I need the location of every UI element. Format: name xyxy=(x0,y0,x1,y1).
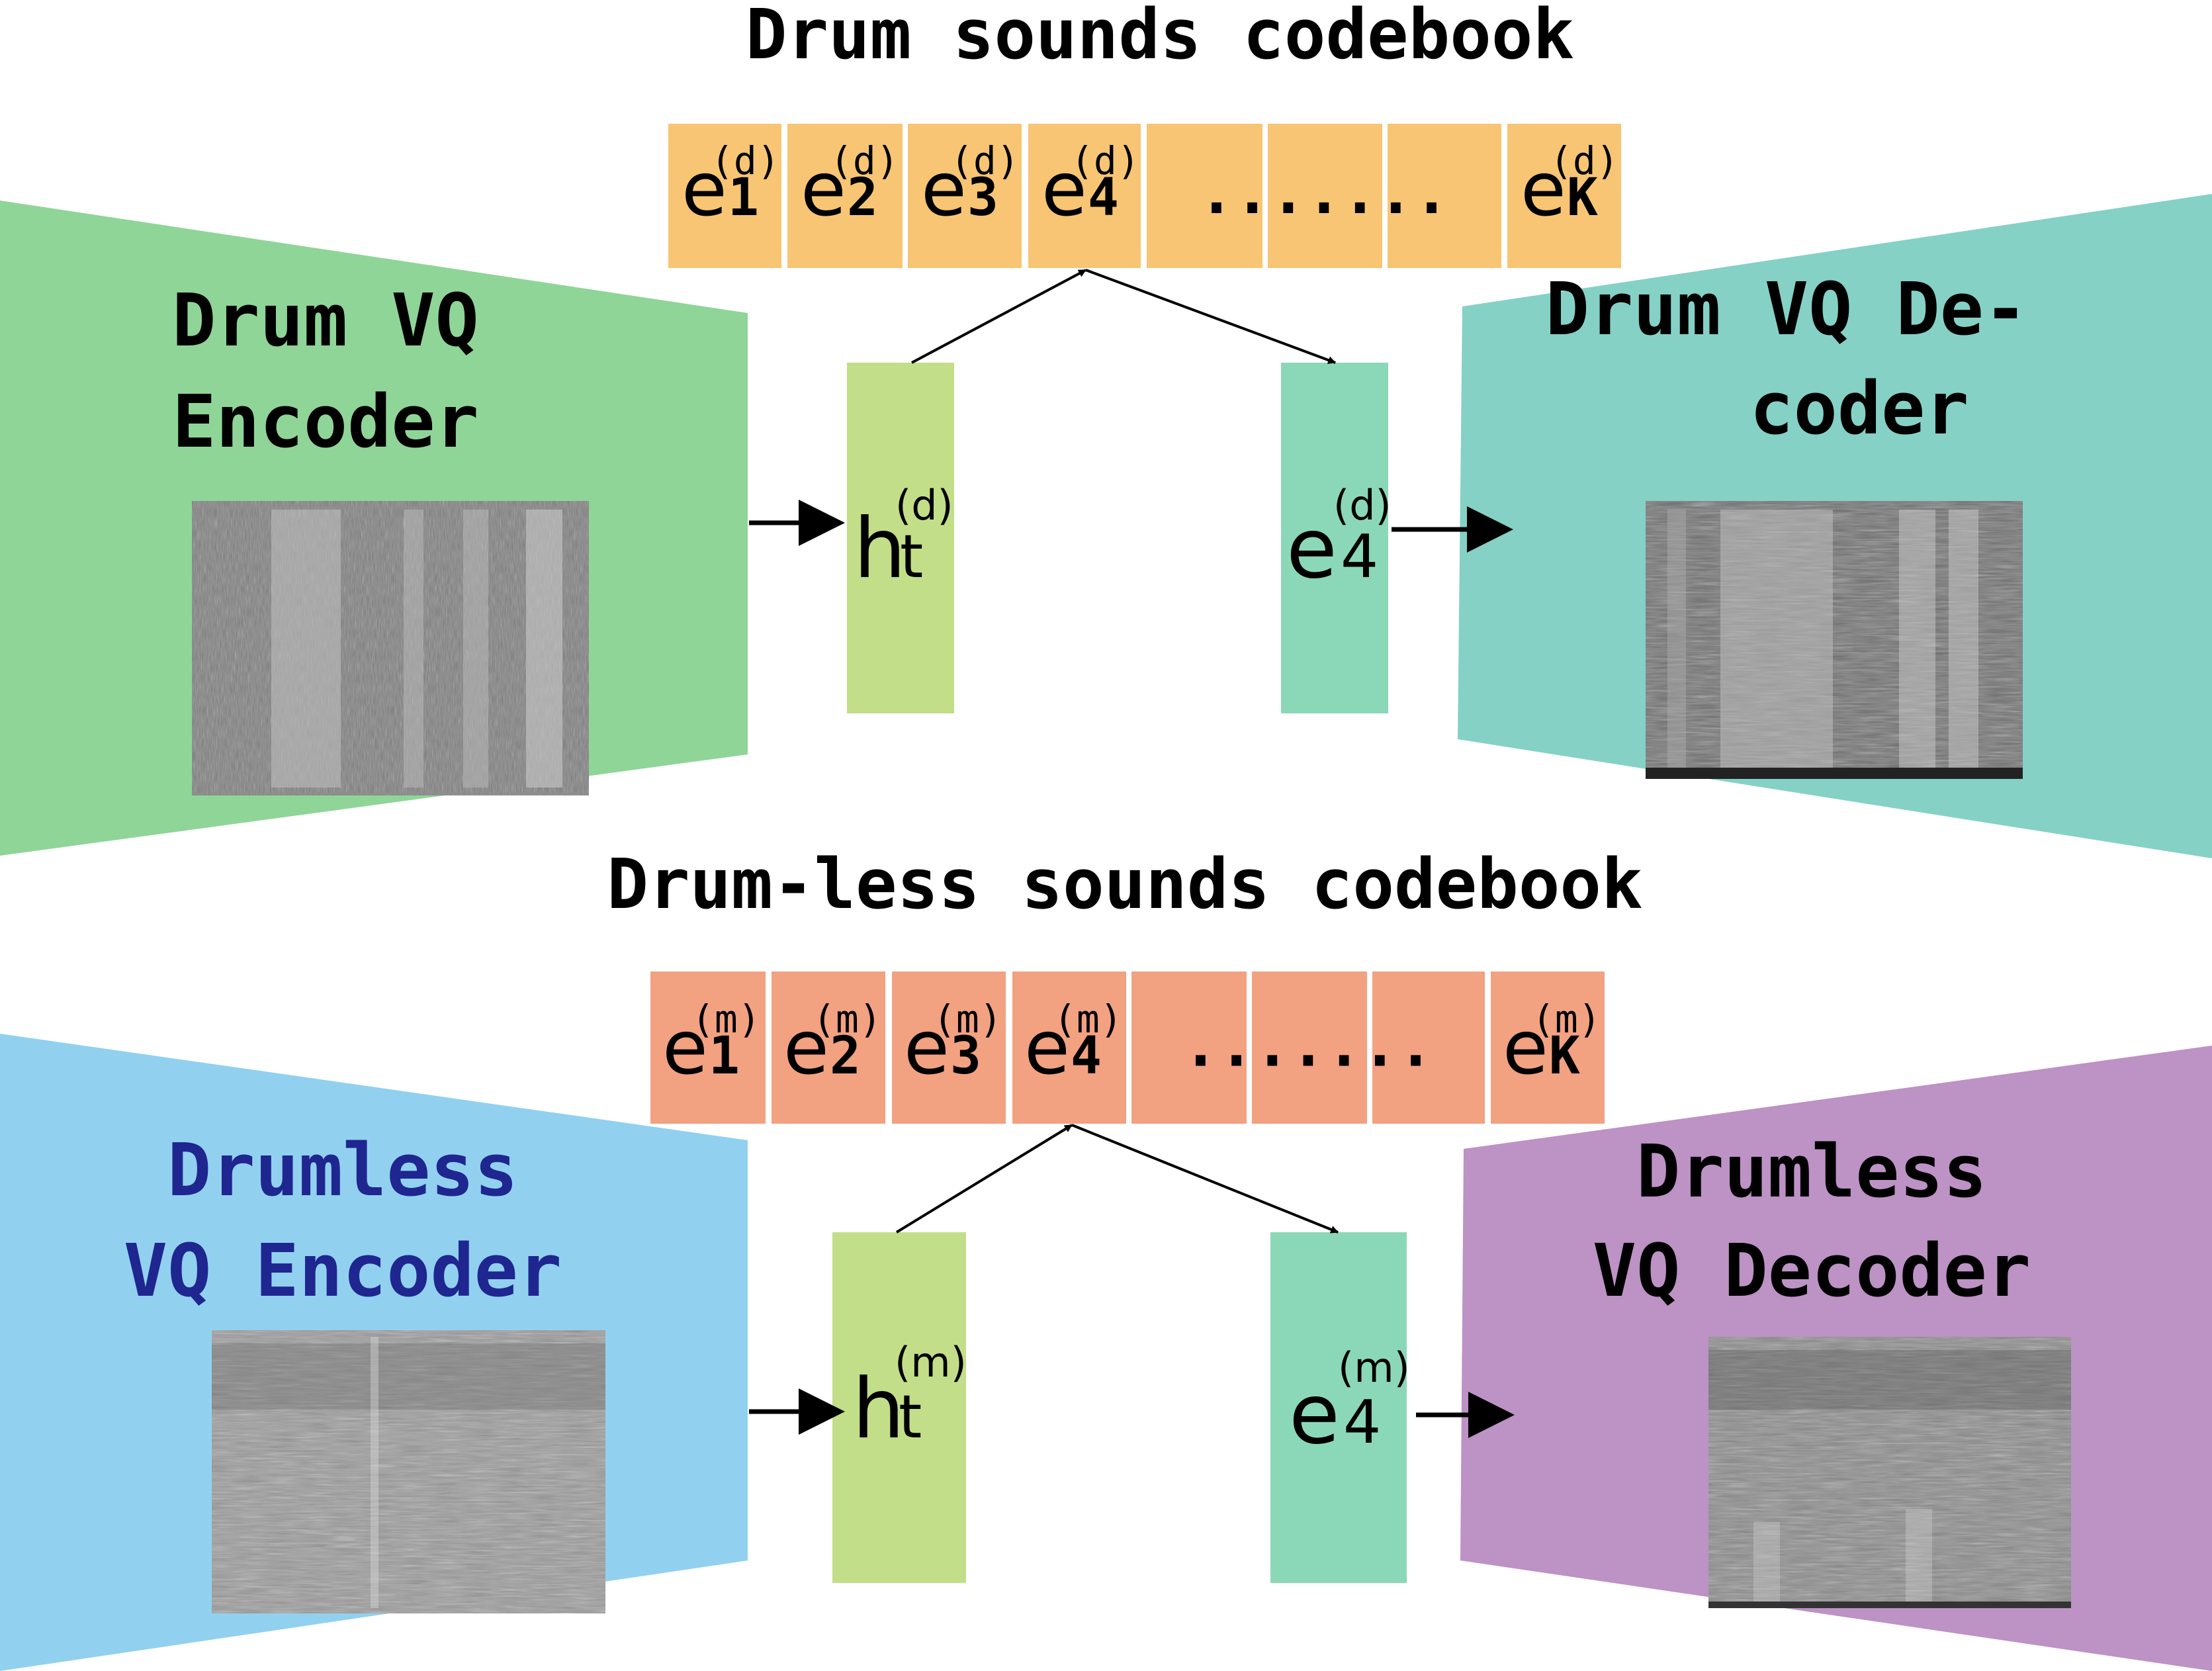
drum-codebook-ellipsis: ....... xyxy=(1198,158,1449,228)
drum-latent-h-box xyxy=(847,363,954,713)
drumless-codebook-entry-index: K xyxy=(1549,1026,1580,1086)
drumless-input-spectrogram xyxy=(212,1330,605,1613)
drum-codebook-entry-label: (d) xyxy=(830,138,899,183)
drumless-codebook-entry-index: 4 xyxy=(1071,1026,1102,1086)
drumless-codebook-entry-index: 1 xyxy=(709,1026,740,1086)
drumless-codebook-cell: ....... xyxy=(1131,971,1485,1124)
drum-codebook-entry-base: e xyxy=(1521,147,1566,233)
drum-codebook-entry-base: e xyxy=(801,147,846,233)
svg-text:(m): (m) xyxy=(1338,1343,1410,1392)
drum-codebook-entry-index: 1 xyxy=(728,168,759,228)
drumless-codebook-entry-base: e xyxy=(904,1005,950,1091)
drum-codebook-title: Drum sounds codebook xyxy=(746,0,1574,75)
drumless-latent-h-symbol: h t (m) xyxy=(852,1338,967,1457)
drumless-quantized-e-box xyxy=(1270,1232,1407,1583)
drum-codebook-entry-base: e xyxy=(682,147,727,233)
drumless-codebook-entry-label: (m) xyxy=(691,997,761,1042)
drum-encoder-label-line2: Encoder xyxy=(172,379,479,464)
drum-decoder-label-line2: coder xyxy=(1749,366,1969,451)
drumless-codebook-ellipsis: ....... xyxy=(1182,1011,1433,1081)
drum-codebook-entry-base: e xyxy=(921,147,967,233)
drumless-codebook-entry-index: 2 xyxy=(830,1026,861,1086)
drumless-output-spectrogram xyxy=(1708,1337,2071,1608)
drum-latent-h-symbol: h t (d) xyxy=(854,481,953,597)
svg-text:h: h xyxy=(852,1361,905,1457)
drum-codebook-entry-label: (d) xyxy=(1550,138,1619,183)
drumless-codebook-entry-label: (m) xyxy=(1532,997,1601,1042)
drumless-encoder-label-line2: VQ Encoder xyxy=(124,1228,562,1313)
drumless-codebook-entry-base: e xyxy=(1503,1005,1548,1091)
drum-codebook-entry-label: (d) xyxy=(1071,138,1140,183)
drum-encoder-label-line1: Drum VQ xyxy=(172,278,479,363)
drum-input-spectrogram xyxy=(192,501,589,795)
drumless-codebook-entry-label: (m) xyxy=(933,997,1002,1042)
svg-text:(d): (d) xyxy=(1333,481,1392,529)
drumless-codebook-entry-label: (m) xyxy=(1053,997,1123,1042)
svg-text:4: 4 xyxy=(1341,522,1378,592)
svg-text:e: e xyxy=(1289,1367,1340,1463)
drum-codebook-entry-label: (d) xyxy=(711,138,780,183)
drumless-decoder-label-line2: VQ Decoder xyxy=(1593,1228,2031,1313)
drumless-codebook-title: Drum-less sounds codebook xyxy=(607,844,1642,925)
drum-codebook-entry-index: 2 xyxy=(847,168,878,228)
drumless-codebook-entry-base: e xyxy=(1024,1005,1070,1091)
drum-codebook-entry-index: 3 xyxy=(967,168,998,228)
svg-text:e: e xyxy=(1286,501,1337,597)
drum-quantized-e-symbol: e 4 (d) xyxy=(1286,481,1392,597)
svg-text:(m): (m) xyxy=(895,1338,967,1386)
drum-codebook-entry-label: (d) xyxy=(950,138,1020,183)
svg-text:(d): (d) xyxy=(895,481,953,529)
drum-quantized-e-box xyxy=(1281,363,1388,713)
drum-lookup-arrow xyxy=(911,269,1087,364)
drumless-codebook-entry-index: 3 xyxy=(950,1026,981,1086)
drumless-codebook-entry-label: (m) xyxy=(813,997,882,1042)
drumless-lookup-arrow xyxy=(895,1124,1073,1234)
drum-decoder-label-line1: Drum VQ De- xyxy=(1546,267,2027,351)
drumless-encoder-label-line1: Drumless xyxy=(167,1128,518,1212)
svg-text:t: t xyxy=(899,1382,922,1452)
drum-codebook-cell: ....... xyxy=(1147,124,1501,268)
drumless-codebook-entry-base: e xyxy=(662,1005,708,1091)
drum-output-spectrogram xyxy=(1646,501,2023,779)
drum-select-arrow xyxy=(1085,269,1337,364)
drumless-select-arrow xyxy=(1071,1124,1339,1234)
drumless-decoder-label-line1: Drumless xyxy=(1636,1129,1987,1214)
svg-text:t: t xyxy=(900,522,923,592)
drumless-codebook-entry-base: e xyxy=(783,1005,829,1091)
drumless-quantized-e-symbol: e 4 (m) xyxy=(1289,1343,1410,1463)
svg-text:4: 4 xyxy=(1343,1388,1381,1457)
drum-codebook-entry-base: e xyxy=(1041,147,1087,233)
svg-text:h: h xyxy=(854,501,906,597)
drum-codebook-entry-index: K xyxy=(1567,168,1598,228)
drumless-latent-h-box xyxy=(832,1232,966,1583)
drum-codebook-entry-index: 4 xyxy=(1088,168,1119,228)
